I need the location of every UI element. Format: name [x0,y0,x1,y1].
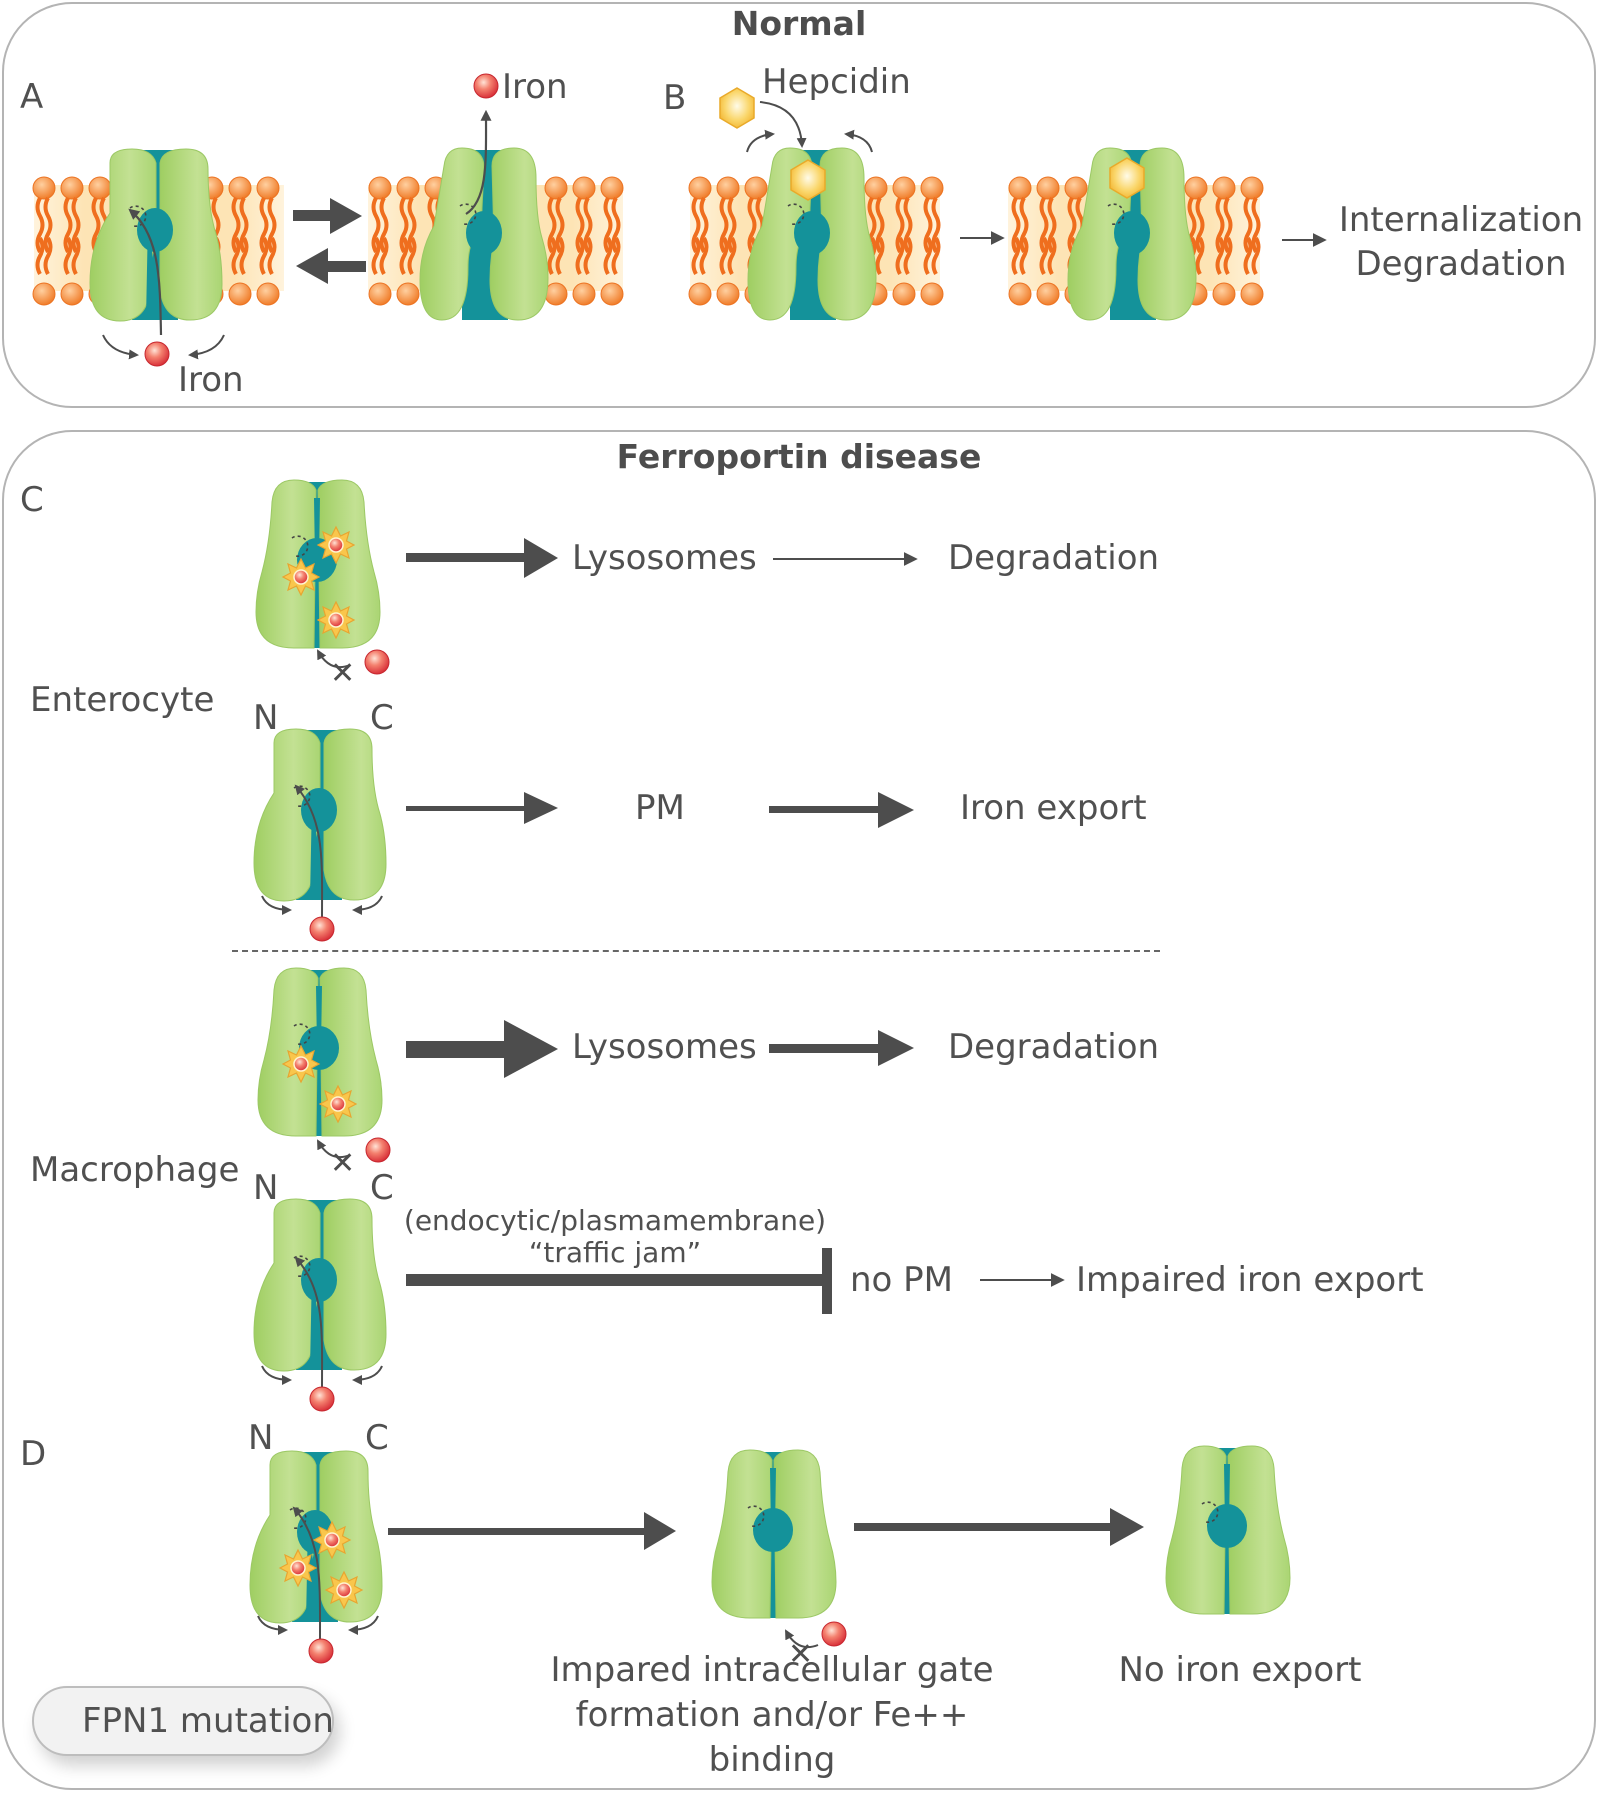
iron-label-top: Iron [502,67,568,107]
mutant-ferroportin-enterocyte [255,479,381,649]
long-arrow-icon [854,1508,1144,1546]
long-arrow-icon [388,1512,676,1550]
enterocyte-label: Enterocyte [30,680,215,720]
hepcidin-label: Hepcidin [762,62,911,102]
legend-box: FPN1 mutation [32,1686,334,1756]
enterocyte-lysosomes: Lysosomes [572,538,757,578]
gate-close-arrow-icon [352,895,383,915]
block-x-icon: ✕ [788,1637,813,1672]
panel-label-b: B [663,78,687,118]
gate-close-arrow-icon [188,334,225,360]
mutation-star-icon [279,1549,317,1587]
enterocyte-pm: PM [635,788,685,828]
iron-path-arrow [294,1256,324,1391]
gate-close-arrow-icon [102,334,139,360]
iron-path-arrow [128,208,163,336]
macrophage-lysosomes: Lysosomes [572,1027,757,1067]
conformation-arrow-icon [746,129,775,153]
disease-title: Ferroportin disease [616,437,982,476]
n-terminus-label: N [248,1418,274,1458]
arrow-to-export-icon [769,792,914,828]
enterocyte-iron-export: Iron export [960,788,1147,828]
c-terminus-label: C [365,1418,389,1458]
no-iron-export-caption: No iron export [1118,1650,1362,1690]
impaired-gate-caption-line3: binding [708,1740,836,1780]
mutation-star-icon [319,1085,357,1123]
gate-close-arrow-icon [348,1615,379,1635]
inhibition-bar-icon [406,1248,832,1314]
no-pm-label: no PM [850,1260,953,1300]
block-x-icon: ✕ [330,1146,355,1181]
thick-arrow-icon [406,538,558,578]
mutation-star-icon [317,601,355,639]
iron-ball-icon [365,1137,391,1163]
gate-close-arrow-icon [261,895,292,915]
arrow-to-degradation-icon [769,1030,914,1066]
n-terminus-label: N [253,1168,279,1208]
iron-ball-icon [308,1638,334,1664]
wt-ferroportin-macrophage [253,1198,387,1372]
iron-ball-icon [144,341,170,367]
iron-path-arrow [294,784,324,921]
iron-ball-icon [473,73,499,99]
blocked-iron-arrow [317,1139,351,1159]
panel-label-d: D [20,1434,47,1474]
block-x-icon: ✕ [330,656,355,691]
mutation-star-icon [282,1045,320,1083]
equilibrium-arrows-icon [293,198,366,284]
macrophage-label: Macrophage [30,1150,240,1190]
extra-thick-arrow-icon [406,1020,558,1078]
ferroportin-no-export [1165,1445,1291,1615]
enterocyte-degradation: Degradation [948,538,1160,578]
normal-title: Normal [731,4,867,43]
iron-ball-icon [309,916,335,942]
hepcidin-icon [719,87,755,129]
iron-ball-icon [364,649,390,675]
legend-label: FPN1 mutation [82,1701,334,1741]
impaired-gate-caption-line1: Impared intracellular gate [550,1650,994,1690]
mutation-star-icon [313,1521,351,1559]
c-terminus-label: C [370,1168,394,1208]
mutant-ferroportin-d [249,1450,383,1624]
iron-label-bottom: Iron [178,360,244,400]
hepcidin-binding-arrow [759,101,807,148]
mutation-star-icon [325,1571,363,1609]
wt-ferroportin-enterocyte [253,728,387,902]
gate-close-arrow-icon [352,1365,383,1385]
arrow-to-pm-icon [406,792,558,824]
iron-export-arrow [465,109,492,215]
c-terminus-label: C [370,698,394,738]
traffic-jam-note-line1: (endocytic/plasmamembrane) [403,1204,827,1237]
mutation-star-icon [317,526,355,564]
iron-ball-icon [821,1621,847,1647]
iron-path-arrow [292,1506,322,1641]
conformation-arrow-icon [844,129,873,153]
panel-label-c: C [20,480,44,520]
degradation-label: Degradation [1355,244,1567,284]
impaired-gate-caption-line2: formation and/or Fe++ [575,1695,969,1735]
mutant-ferroportin-macrophage [257,967,383,1137]
iron-ball-icon [309,1386,335,1412]
ferroportin-impaired-gate [711,1449,837,1619]
mutation-star-icon [282,558,320,596]
internalization-label: Internalization [1338,200,1584,240]
ferroportin-outward-open [89,148,223,322]
impaired-iron-export-label: Impaired iron export [1076,1260,1424,1300]
gate-close-arrow-icon [261,1365,292,1385]
macrophage-degradation: Degradation [948,1027,1160,1067]
gate-close-arrow-icon [257,1615,288,1635]
blocked-iron-arrow [317,649,351,669]
panel-label-a: A [20,77,44,117]
traffic-jam-note-line2: “traffic jam” [528,1236,702,1269]
blocked-iron-arrow [785,1629,819,1649]
cell-type-divider [232,950,1160,952]
n-terminus-label: N [253,698,279,738]
